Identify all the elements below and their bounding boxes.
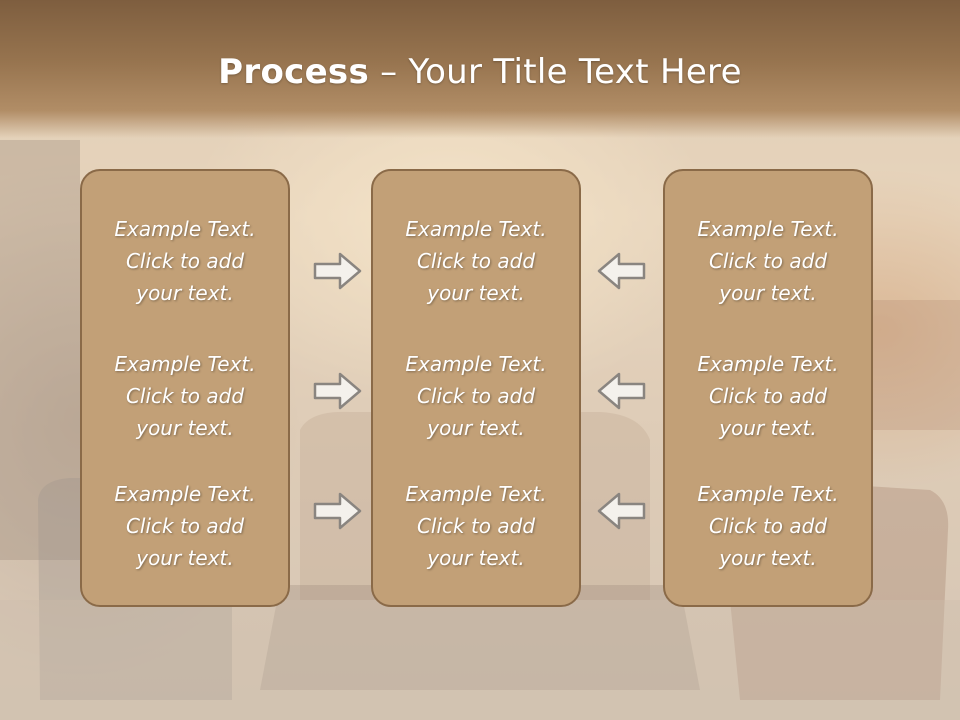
arrow-left-icon [597,372,646,410]
arrow-left-icon [597,252,646,290]
text-block[interactable]: Example Text. Click to add your text. [373,213,579,309]
text-line: Click to add [125,384,245,408]
title-rest: – Your Title Text Here [369,52,742,92]
text-block[interactable]: Example Text. Click to add your text. [82,213,288,309]
text-line: Example Text. [697,217,839,241]
text-line: Example Text. [114,482,256,506]
text-line: Click to add [416,514,536,538]
text-line: Click to add [708,384,828,408]
text-line: your text. [427,281,525,305]
text-block[interactable]: Example Text. Click to add your text. [373,478,579,574]
text-block[interactable]: Example Text. Click to add your text. [373,348,579,444]
text-block[interactable]: Example Text. Click to add your text. [82,478,288,574]
text-line: Example Text. [697,352,839,376]
text-line: Example Text. [697,482,839,506]
text-line: Example Text. [114,217,256,241]
text-line: Click to add [708,514,828,538]
text-line: Example Text. [405,482,547,506]
process-box-center[interactable]: Example Text. Click to add your text. Ex… [371,169,581,607]
process-box-right[interactable]: Example Text. Click to add your text. Ex… [663,169,873,607]
slide-title[interactable]: Process – Your Title Text Here [0,52,960,92]
text-line: Example Text. [114,352,256,376]
text-line: your text. [427,546,525,570]
text-block[interactable]: Example Text. Click to add your text. [82,348,288,444]
text-line: Click to add [708,249,828,273]
arrow-left-icon [597,492,646,530]
text-line: your text. [719,281,817,305]
title-bold: Process [218,52,370,92]
text-line: your text. [136,546,234,570]
text-block[interactable]: Example Text. Click to add your text. [665,213,871,309]
text-line: your text. [719,546,817,570]
text-line: Click to add [125,249,245,273]
text-line: your text. [427,416,525,440]
text-line: your text. [136,416,234,440]
arrow-right-icon [313,372,362,410]
text-block[interactable]: Example Text. Click to add your text. [665,478,871,574]
text-line: Click to add [416,384,536,408]
process-box-left[interactable]: Example Text. Click to add your text. Ex… [80,169,290,607]
title-bar [0,0,960,138]
text-line: Example Text. [405,352,547,376]
text-line: your text. [719,416,817,440]
text-line: Example Text. [405,217,547,241]
arrow-right-icon [313,252,362,290]
text-line: Click to add [416,249,536,273]
text-line: your text. [136,281,234,305]
arrow-right-icon [313,492,362,530]
text-line: Click to add [125,514,245,538]
text-block[interactable]: Example Text. Click to add your text. [665,348,871,444]
